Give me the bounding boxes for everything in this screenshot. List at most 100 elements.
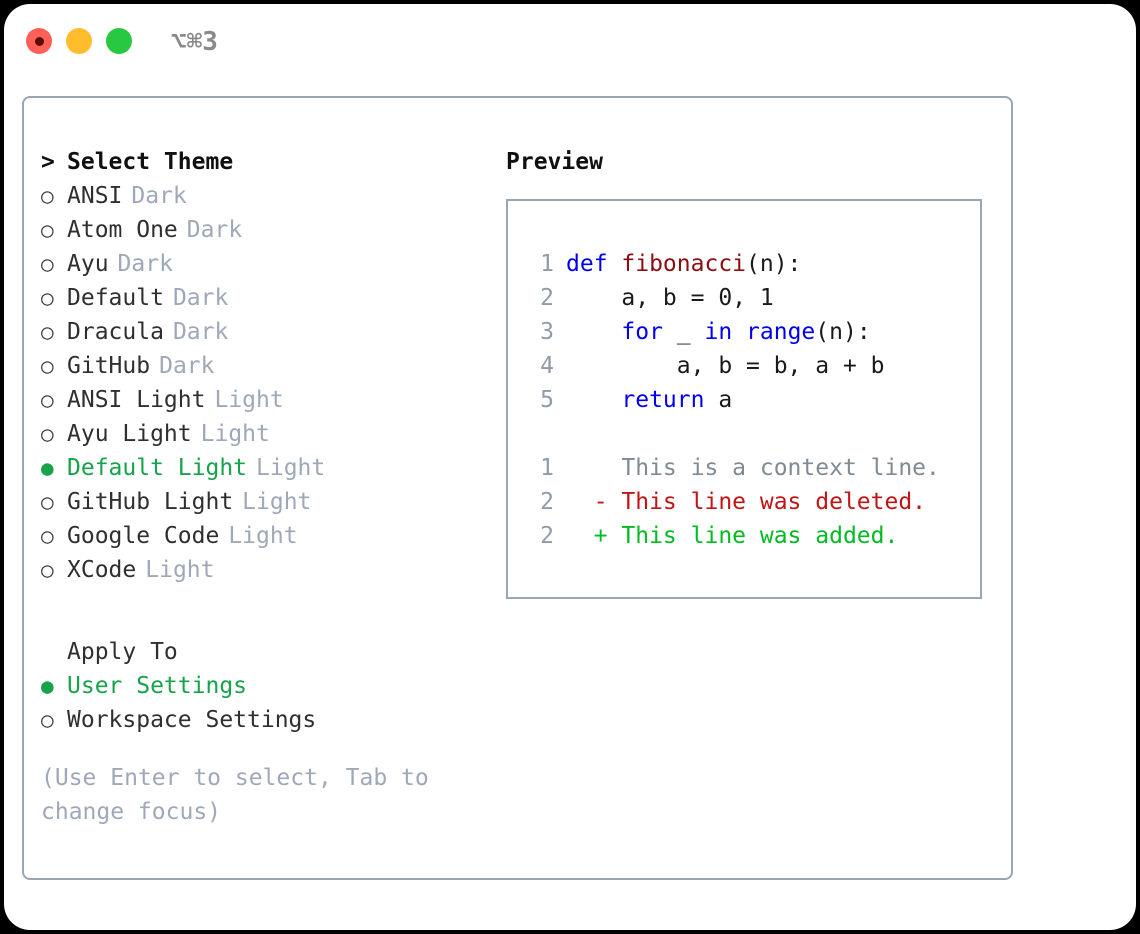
code-line-number: 1 [540,251,554,277]
apply-to-option-label: Workspace Settings [67,707,317,733]
radio-unselected-icon: ○ [41,490,54,514]
code-token: for [621,319,663,345]
radio-unselected-icon: ○ [41,524,54,548]
theme-option-row[interactable]: ○ Google Code Light [41,519,481,553]
theme-option-label: Google Code [67,523,220,549]
code-line-content: a, b = b, a + b [566,349,885,383]
code-line: 5 return a [508,383,980,417]
code-token: range [746,319,816,345]
code-token: (n): [815,319,871,345]
theme-option-tag: Light [228,523,298,549]
theme-option-tag: Dark [172,319,229,345]
code-line-content: return a [566,383,732,417]
theme-option-tag: Light [200,421,270,447]
section-spacer [41,587,481,635]
theme-option-row[interactable]: ○ Atom One Dark [41,213,481,247]
theme-option-row[interactable]: ○ Ayu Light Light [41,417,481,451]
code-token: a, b = 0, 1 [566,285,774,311]
code-line-content: a, b = 0, 1 [566,281,774,315]
theme-option-tag: Light [256,455,326,481]
diff-spacer [508,417,980,451]
code-token [566,319,621,345]
theme-option-row[interactable]: ○ Ayu Dark [41,247,481,281]
keyboard-hint-text: (Use Enter to select, Tab to change focu… [41,765,429,825]
code-token: def [566,251,622,277]
code-line-number: 5 [540,387,554,413]
window-maximize-button[interactable] [106,28,132,54]
code-line-number: 3 [540,319,554,345]
code-line-content: for _ in range(n): [566,315,871,349]
code-line-number: 2 [540,285,554,311]
code-line: 2 a, b = 0, 1 [508,281,980,315]
code-token: a, b = b, a + b [566,353,885,379]
apply-to-option-row[interactable]: ○ Workspace Settings [41,703,481,737]
theme-option-label: Default Light [67,455,248,481]
theme-option-label: Ayu [67,251,109,277]
window-minimize-button[interactable] [66,28,92,54]
diff-sample: 1 This is a context line.2 - This line w… [508,451,980,553]
diff-line-content: - This line was deleted. [566,489,927,515]
prompt-caret-icon: > [41,149,55,175]
keyboard-shortcut-label: ⌥⌘3 [171,27,218,57]
code-line-number: 4 [540,353,554,379]
theme-option-tag: Light [242,489,312,515]
diff-line: 2 + This line was added. [508,519,980,553]
theme-option-row[interactable]: ○ Default Dark [41,281,481,315]
radio-unselected-icon: ○ [41,184,54,208]
diff-line-content: This is a context line. [566,455,940,481]
apply-to-option-label: User Settings [67,673,248,699]
code-line: 4 a, b = b, a + b [508,349,980,383]
theme-option-row[interactable]: ● Default Light Light [41,451,481,485]
diff-line-number: 2 [540,523,554,549]
radio-unselected-icon: ○ [41,252,54,276]
theme-option-tag: Dark [117,251,173,277]
code-line: 3 for _ in range(n): [508,315,980,349]
theme-option-label: Default [67,285,164,311]
code-token: in [704,319,733,345]
apply-to-option-list: ●User Settings ○ Workspace Settings [41,669,481,737]
diff-line: 2 - This line was deleted. [508,485,980,519]
theme-option-tag: Dark [172,285,229,311]
apply-to-header: ○ Apply To [41,635,481,669]
code-token [732,319,746,345]
radio-unselected-icon: ○ [41,422,54,446]
theme-option-label: XCode [67,557,137,583]
code-token: a [704,387,733,413]
theme-option-label: Atom One [67,217,178,243]
apply-to-option-row[interactable]: ●User Settings [41,669,481,703]
radio-unselected-icon: ○ [41,354,54,378]
radio-unselected-icon: ○ [41,286,54,310]
theme-option-tag: Dark [159,353,215,379]
preview-heading: Preview [506,149,603,175]
theme-option-tag: Dark [131,183,187,209]
theme-option-label: Ayu Light [67,421,192,447]
code-token: _ [662,319,705,345]
diff-line-number: 2 [540,489,554,515]
code-line: 1 def fibonacci(n): [508,247,980,281]
window-close-button[interactable] [26,28,52,54]
code-line-content: def fibonacci(n): [566,247,801,281]
apply-to-title: Apply To [67,639,178,665]
radio-selected-icon: ● [41,456,54,480]
radio-unselected-icon: ○ [41,388,54,412]
radio-unselected-icon: ○ [41,558,54,582]
radio-unselected-icon: ○ [41,218,54,242]
diff-line-content: + This line was added. [566,523,899,549]
theme-option-label: Dracula [67,319,164,345]
select-theme-title: Select Theme [67,149,234,175]
theme-option-tag: Dark [186,217,243,243]
code-token: return [621,387,705,413]
radio-unselected-icon: ○ [41,708,54,732]
code-token: (n): [746,251,802,277]
